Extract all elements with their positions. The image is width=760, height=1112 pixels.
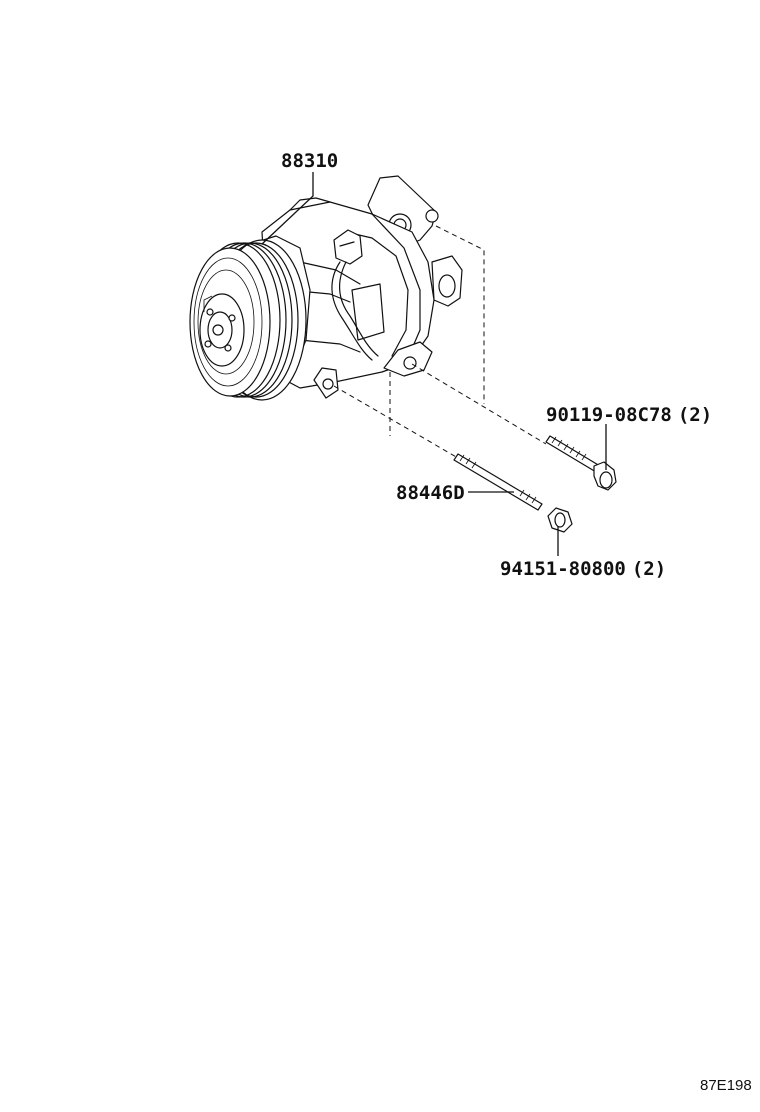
flange-bolt-qty: (2) — [678, 404, 712, 426]
nut-icon — [547, 507, 573, 533]
part-number-88446d[interactable]: 88446D — [396, 482, 465, 504]
leader-lines — [261, 172, 607, 556]
nut-number[interactable]: 94151-80800 — [500, 558, 626, 580]
installation-guide-lines — [333, 225, 547, 459]
part-number-88310[interactable]: 88310 — [281, 150, 338, 172]
stud-bolt-icon — [453, 453, 543, 511]
ac-compressor-icon — [189, 175, 463, 401]
part-number-90119-08c78[interactable]: 90119-08C78 (2) — [546, 404, 712, 426]
diagram-code: 87E198 — [700, 1077, 752, 1094]
flange-bolt-number[interactable]: 90119-08C78 — [546, 404, 672, 426]
flange-bolt-icon — [545, 435, 617, 491]
part-number-94151-80800[interactable]: 94151-80800 (2) — [500, 558, 666, 580]
nut-qty: (2) — [632, 558, 666, 580]
